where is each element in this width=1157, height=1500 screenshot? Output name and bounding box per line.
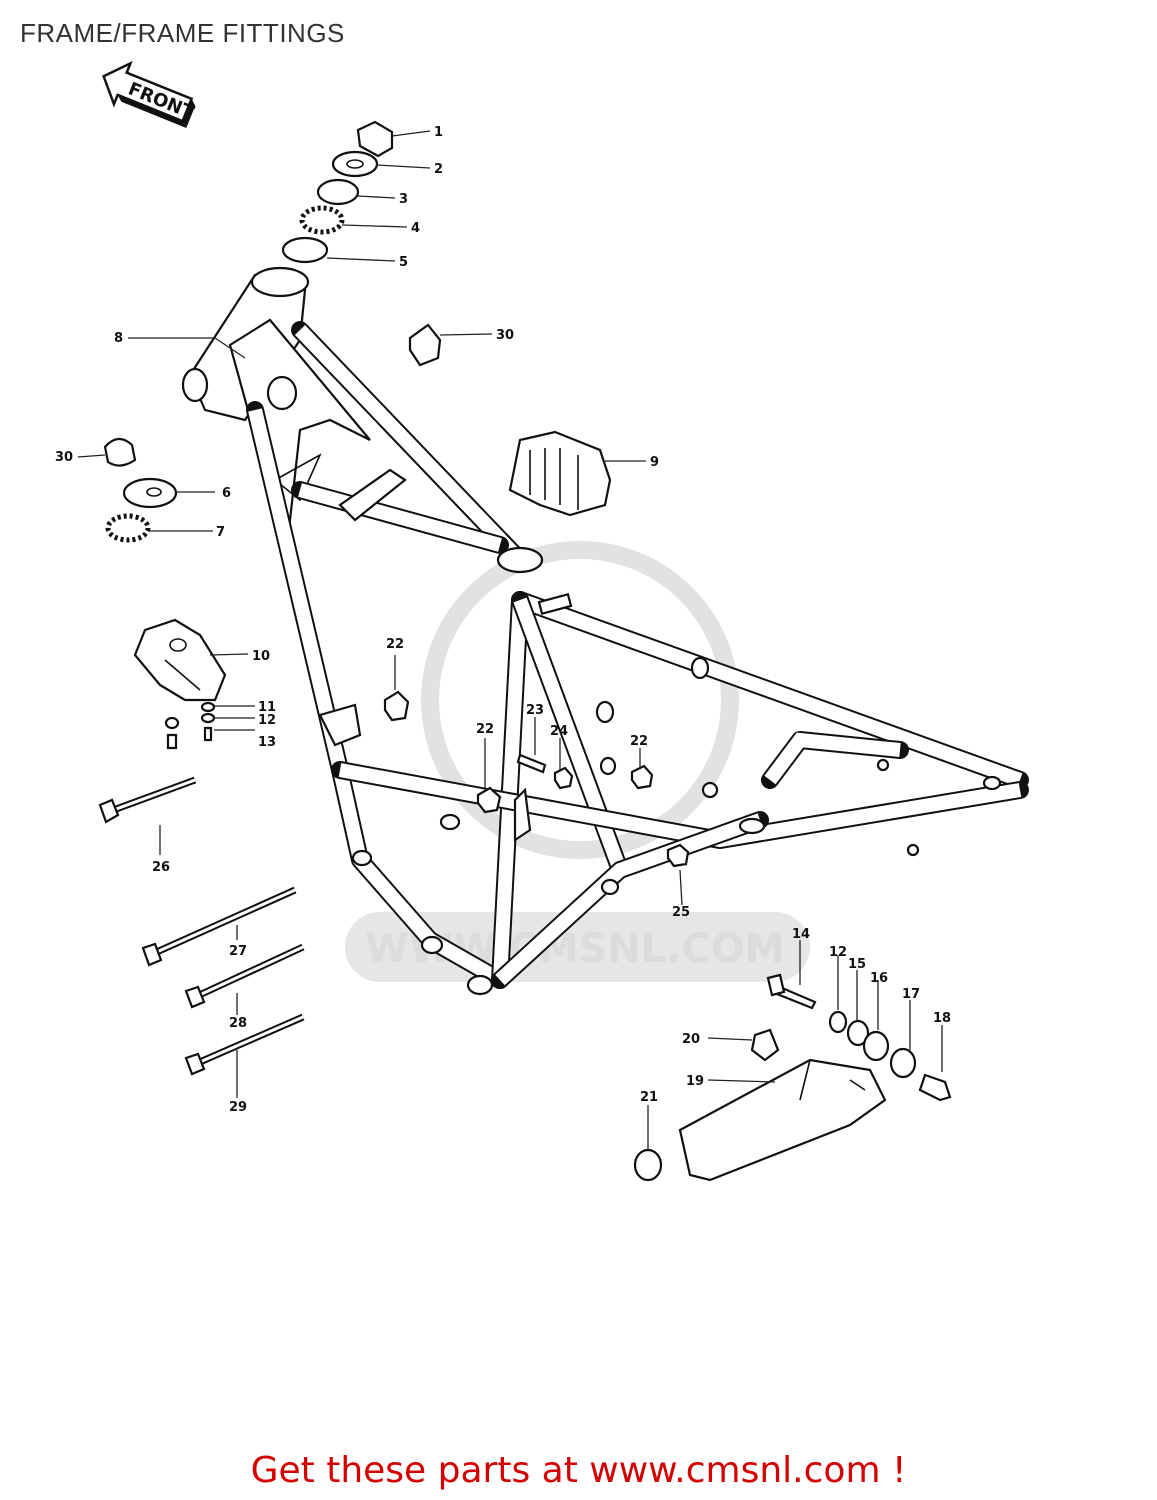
callout-14: 14 — [792, 927, 810, 942]
callout-19: 19 — [686, 1074, 704, 1089]
callout-23: 23 — [526, 703, 544, 718]
callout-12: 12 — [258, 713, 276, 728]
callout-26: 26 — [152, 860, 170, 875]
part-19-guard — [678, 1058, 887, 1182]
callout-30-upper: 30 — [496, 328, 514, 343]
callout-28: 28 — [229, 1016, 247, 1031]
front-arrow-icon: FRONT — [102, 60, 197, 128]
callout-12-b: 12 — [829, 945, 847, 960]
part-3-cone — [316, 178, 360, 206]
callout-15: 15 — [848, 957, 866, 972]
steering-parts — [281, 120, 394, 264]
part-1-nut — [356, 120, 394, 158]
part-6-washer — [122, 477, 178, 509]
callout-20: 20 — [682, 1032, 700, 1047]
leader-lines — [77, 130, 943, 1150]
part-7-bearing — [105, 513, 151, 543]
callout-21: 21 — [640, 1090, 658, 1105]
callout-22-c: 22 — [630, 734, 648, 749]
callout-29: 29 — [229, 1100, 247, 1115]
callout-18: 18 — [933, 1011, 951, 1026]
callout-10: 10 — [252, 649, 270, 664]
callout-13: 13 — [258, 735, 276, 750]
part-9-rubber — [508, 430, 612, 517]
part-26-bolt — [98, 776, 197, 824]
callout-17: 17 — [902, 987, 920, 1002]
callout-1: 1 — [434, 125, 443, 140]
part-27-bolt — [141, 886, 297, 967]
callout-30-left: 30 — [55, 450, 73, 465]
callout-24: 24 — [550, 724, 568, 739]
callout-labels: 1 2 3 4 5 30 8 30 6 7 9 10 11 12 13 22 2… — [55, 125, 951, 1115]
callout-27: 27 — [229, 944, 247, 959]
callout-6: 6 — [222, 486, 231, 501]
callout-16: 16 — [870, 971, 888, 986]
callout-9: 9 — [650, 455, 659, 470]
part-29-bolt — [184, 1013, 305, 1076]
callout-5: 5 — [399, 255, 408, 270]
footer-cta-link[interactable]: Get these parts at www.cmsnl.com ! — [250, 1450, 907, 1491]
main-frame — [181, 266, 1029, 996]
callout-22-b: 22 — [476, 722, 494, 737]
callout-4: 4 — [411, 221, 420, 236]
part-10-bracket — [133, 618, 227, 702]
part-30-grommet — [408, 323, 442, 367]
callout-8: 8 — [114, 331, 123, 346]
callout-2: 2 — [434, 162, 443, 177]
callout-25: 25 — [672, 905, 690, 920]
part-28-bolt — [184, 943, 305, 1009]
diagram-title: FRAME/FRAME FITTINGS — [20, 18, 345, 48]
part-30-cap — [103, 437, 137, 467]
part-4-bearing — [299, 205, 345, 235]
callout-22-a: 22 — [386, 637, 404, 652]
callout-7: 7 — [216, 525, 225, 540]
callout-11: 11 — [258, 700, 276, 715]
part-5-race — [281, 236, 329, 264]
part-2-washer — [331, 150, 379, 178]
callout-3: 3 — [399, 192, 408, 207]
